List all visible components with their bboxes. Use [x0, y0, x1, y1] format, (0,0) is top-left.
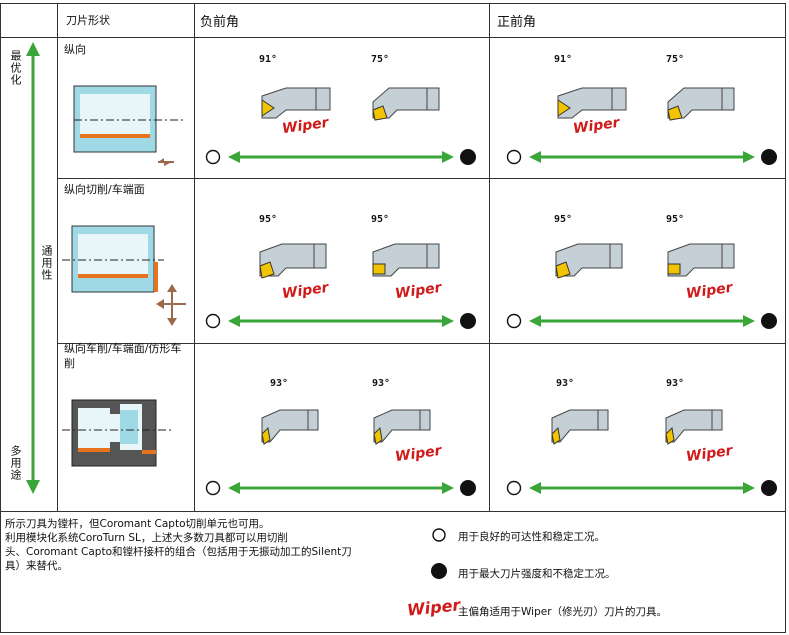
filled-circle-icon [431, 563, 447, 579]
boring-bar-tool-icon [667, 87, 735, 121]
wiper-logo: Wiper [685, 442, 734, 466]
horizontal-double-arrow [506, 149, 777, 165]
col-divider-rake [489, 3, 490, 511]
boring-bar-tool-icon [372, 87, 440, 121]
row-divider-1 [57, 178, 786, 179]
boring-bar-tool-icon [373, 409, 431, 445]
horizontal-double-arrow [205, 313, 476, 329]
boring-bar-tool-icon [667, 243, 735, 277]
workpiece-profiling-icon [62, 399, 172, 467]
angle-label: 93° [556, 378, 575, 389]
workpiece-facing-icon [62, 225, 186, 326]
angle-label: 91° [259, 54, 278, 65]
legend-filled-circle-text: 用于最大刀片强度和不稳定工况。 [458, 568, 616, 580]
footnote: 所示刀具为镗杆，但Coromant Capto切削单元也可用。 利用模块化系统C… [5, 517, 405, 573]
workpiece-longitudinal-icon [73, 85, 184, 166]
col-divider-shape [194, 3, 195, 511]
boring-bar-tool-icon [261, 409, 319, 445]
boring-bar-tool-icon [372, 243, 440, 277]
table-bottom-border [0, 511, 786, 512]
table-top-border [0, 3, 786, 4]
angle-label: 75° [371, 54, 390, 65]
angle-label: 95° [259, 214, 278, 225]
wiper-logo: Wiper [394, 279, 443, 303]
header-insert-shape: 刀片形状 [66, 14, 110, 27]
wiper-logo: Wiper [406, 595, 462, 620]
legend-wiper-text: 主偏角适用于Wiper（修光刃）刀片的刀具。 [458, 606, 668, 618]
angle-label: 93° [666, 378, 685, 389]
header-divider [0, 37, 786, 38]
vertical-double-arrow [26, 42, 40, 494]
footnote-line: 所示刀具为镗杆，但Coromant Capto切削单元也可用。 [5, 518, 270, 530]
horizontal-double-arrow [506, 480, 777, 496]
axis-label-versatility: 通用性 [40, 245, 53, 281]
table-right-border [785, 3, 786, 633]
boring-bar-tool-icon [551, 409, 609, 445]
table-left-border [0, 3, 1, 633]
angle-label: 75° [666, 54, 685, 65]
horizontal-double-arrow [506, 313, 777, 329]
wiper-logo: Wiper [394, 442, 443, 466]
axis-label-optimized: 最优化 [9, 50, 22, 86]
axis-label-multi-purpose: 多用途 [9, 445, 22, 481]
horizontal-double-arrow [205, 480, 476, 496]
boring-bar-tool-icon [665, 409, 723, 445]
boring-bar-tool-icon [261, 87, 331, 119]
angle-label: 95° [554, 214, 573, 225]
boring-bar-tool-icon [557, 87, 627, 119]
angle-label: 91° [554, 54, 573, 65]
row-label-longitudinal: 纵向 [64, 43, 86, 56]
angle-label: 93° [372, 378, 391, 389]
open-circle-icon [432, 528, 446, 542]
horizontal-double-arrow [205, 149, 476, 165]
header-negative-rake: 负前角 [200, 15, 240, 30]
footnote-line: 利用模块化系统CoroTurn SL，上述大多数刀具都可以用切削 [5, 532, 288, 544]
row-divider-2 [57, 343, 786, 344]
wiper-logo: Wiper [281, 279, 330, 303]
footnote-line: 头、Coromant Capto和镗杆接杆的组合（包括用于无振动加工的Silen… [5, 546, 352, 558]
header-positive-rake: 正前角 [497, 15, 537, 30]
wiper-logo: Wiper [685, 279, 734, 303]
footnote-line: 具）来替代。 [5, 560, 68, 572]
angle-label: 93° [270, 378, 289, 389]
legend-open-circle-text: 用于良好的可达性和稳定工况。 [458, 531, 605, 543]
col-divider-axis [57, 3, 58, 511]
angle-label: 95° [666, 214, 685, 225]
boring-bar-tool-icon [259, 243, 327, 279]
notes-bottom-border [0, 632, 786, 633]
row-label-profiling: 纵向车削/车端面/仿形车削 [64, 342, 182, 370]
boring-bar-tool-icon [555, 243, 623, 279]
angle-label: 95° [371, 214, 390, 225]
row-label-longitudinal-facing: 纵向切削/车端面 [64, 183, 145, 196]
